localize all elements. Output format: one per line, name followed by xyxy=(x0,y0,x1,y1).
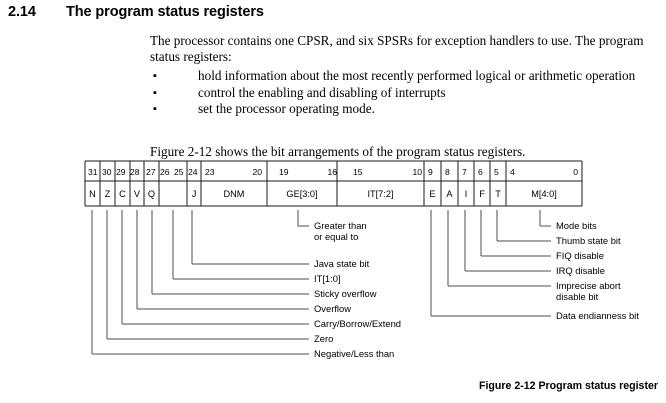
bit-number: 29 xyxy=(116,167,126,177)
register-field-dnm: DNM xyxy=(223,189,245,199)
register-field-t: T xyxy=(495,189,501,199)
bullet-list: ▪ hold information about the most recentl… xyxy=(150,68,662,117)
callout-label-line: disable bit xyxy=(556,291,599,303)
body-text-block: The processor contains one CPSR, and six… xyxy=(150,33,662,117)
register-field-j: J xyxy=(191,189,197,199)
callout-label-line: Imprecise abort xyxy=(556,280,621,291)
bit-number: 27 xyxy=(146,167,156,177)
section-title: The program status registers xyxy=(66,4,264,20)
register-field-i: I xyxy=(464,189,468,199)
bit-number: 4 xyxy=(510,167,515,177)
callout-label-line: Greater than xyxy=(314,220,367,231)
figure-caption: Figure 2-12 Program status register xyxy=(479,380,658,392)
callout-label: Mode bits xyxy=(556,220,597,231)
list-item: ▪ control the enabling and disabling of i… xyxy=(150,85,662,101)
bullet-marker: ▪ xyxy=(153,86,157,99)
callout-label-line: Thumb state bit xyxy=(556,235,621,246)
callout-label: IT[1:0] xyxy=(314,273,341,284)
list-item-label: set the processor operating mode. xyxy=(198,101,375,116)
callout-label: Data endianness bit xyxy=(556,310,639,321)
list-item: ▪ set the processor operating mode. xyxy=(150,101,662,117)
register-field-ge30: GE[3:0] xyxy=(286,189,318,199)
section-number: 2.14 xyxy=(8,4,36,20)
section-heading: 2.14 The program status registers xyxy=(8,4,648,20)
bit-number: 8 xyxy=(445,167,450,177)
bullet-marker: ▪ xyxy=(153,70,157,83)
callout-label: Negative/Less than xyxy=(314,348,394,359)
callout-label: Java state bit xyxy=(314,258,369,269)
list-item-label: hold information about the most recently… xyxy=(198,68,636,84)
bit-number: 10 xyxy=(412,167,422,177)
bit-number: 24 xyxy=(188,167,198,177)
register-field-it72: IT[7:2] xyxy=(367,189,394,199)
list-item: ▪ hold information about the most recentl… xyxy=(150,68,662,84)
callout-label: Thumb state bit xyxy=(556,235,621,246)
callout-label-line: IRQ disable xyxy=(556,265,605,276)
list-item-label: control the enabling and disabling of in… xyxy=(198,84,446,100)
register-field-m40: M[4:0] xyxy=(531,189,557,199)
callout-label-line: Sticky overflow xyxy=(314,288,377,299)
bit-number: 5 xyxy=(494,167,499,177)
bit-number: 31 xyxy=(88,167,98,177)
callout-label-line: Overflow xyxy=(314,303,351,314)
callout-label: FIQ disable xyxy=(556,250,604,261)
callout-label: Carry/Borrow/Extend xyxy=(314,318,401,329)
callout-label: Zero xyxy=(314,333,333,344)
register-field-a: A xyxy=(446,189,453,199)
bit-number: 28 xyxy=(130,167,140,177)
bit-number: 15 xyxy=(353,167,363,177)
bit-number: 16 xyxy=(327,167,337,177)
figure-reference-paragraph: Figure 2-12 shows the bit arrangements o… xyxy=(150,144,526,160)
callout-label-line: Zero xyxy=(314,333,334,344)
callout-label-line: IT[1:0] xyxy=(314,273,341,284)
callout-label: Sticky overflow xyxy=(314,288,377,299)
callout-label-line: Carry/Borrow/Extend xyxy=(314,318,402,329)
intro-paragraph: The processor contains one CPSR, and six… xyxy=(150,33,644,64)
callout-label: Overflow xyxy=(314,303,351,314)
bit-number: 25 xyxy=(174,167,184,177)
register-field-e: E xyxy=(429,189,436,199)
callout-label-line: Mode bits xyxy=(556,220,597,231)
callout-label-line: Java state bit xyxy=(314,258,370,269)
register-field-z: Z xyxy=(104,189,111,199)
bit-number: 6 xyxy=(478,167,483,177)
callout-label-line: Negative/Less than xyxy=(314,348,395,359)
bit-number: 26 xyxy=(160,167,170,177)
callout-label-line: Data endianness bit xyxy=(556,310,639,321)
register-field-f: F xyxy=(479,189,485,199)
bit-number: 0 xyxy=(573,167,578,177)
register-field-q: Q xyxy=(147,189,156,199)
callout-label-line: FIQ disable xyxy=(556,250,604,261)
bit-number: 19 xyxy=(279,167,289,177)
bit-number: 20 xyxy=(252,167,262,177)
register-field-v: V xyxy=(133,189,141,199)
register-field-n: N xyxy=(89,189,96,199)
bit-number: 7 xyxy=(462,167,467,177)
callout-label: IRQ disable xyxy=(556,265,605,276)
bit-number: 30 xyxy=(102,167,112,177)
bullet-marker: ▪ xyxy=(153,103,157,115)
callout-label-line: or equal to xyxy=(314,231,359,243)
bit-number: 23 xyxy=(205,167,215,177)
register-field-c: C xyxy=(119,189,126,199)
bit-number: 9 xyxy=(428,167,433,177)
